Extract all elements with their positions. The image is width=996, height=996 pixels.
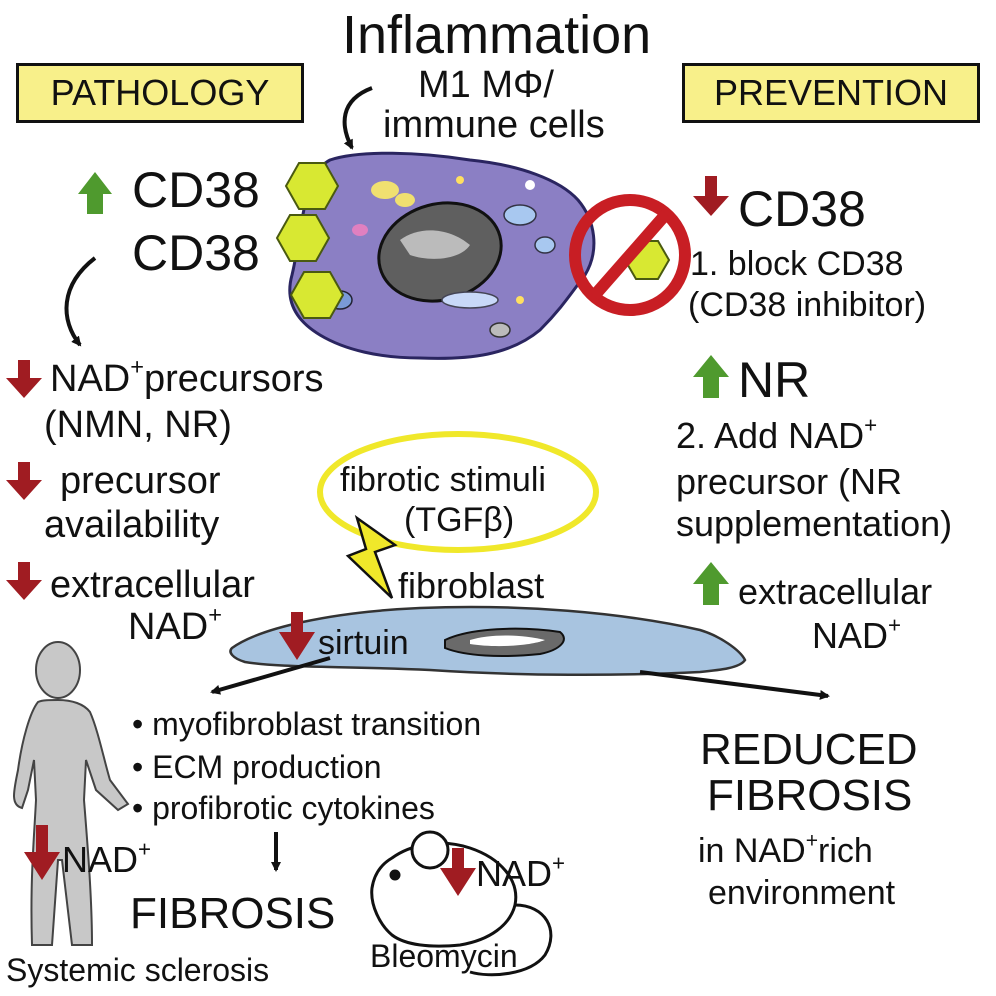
immune-label-line1: M1 MΦ/ bbox=[418, 64, 554, 106]
pathology-label: PATHOLOGY bbox=[16, 63, 304, 123]
nr-up-label: NR bbox=[738, 352, 811, 408]
down-arrow-icon bbox=[6, 462, 42, 500]
stimuli-ellipse bbox=[317, 431, 599, 553]
fibrosis-label: FIBROSIS bbox=[130, 889, 336, 938]
systemic-sclerosis-label: Systemic sclerosis bbox=[6, 952, 270, 988]
step2-line2: precursor (NR bbox=[676, 461, 903, 502]
human-nad-label: NAD+ bbox=[62, 836, 152, 880]
immune-label-line2: immune cells bbox=[383, 104, 605, 146]
cd38-hexagon bbox=[289, 271, 345, 319]
extracellular-line1: extracellular bbox=[50, 564, 255, 606]
up-arrow-icon bbox=[693, 355, 729, 398]
up-arrow-icon bbox=[78, 172, 112, 214]
bleomycin-label: Bleomycin bbox=[370, 938, 518, 974]
precursor-availability-line1: precursor bbox=[60, 460, 221, 502]
lightning-icon bbox=[345, 514, 398, 599]
nad-precursors-label: NAD+precursors bbox=[50, 353, 324, 400]
down-arrow-icon bbox=[6, 360, 42, 398]
cd38-hexagon bbox=[275, 214, 331, 262]
mouse-nad-label: NAD+ bbox=[476, 850, 566, 894]
prev-extracellular-line2: NAD+ bbox=[812, 612, 902, 656]
pathology-label-text: PATHOLOGY bbox=[50, 72, 270, 113]
prevention-label-text: PREVENTION bbox=[713, 72, 949, 113]
cd38-to-nad-arrow bbox=[64, 256, 97, 347]
human-figure-icon bbox=[13, 641, 130, 946]
stimuli-line2: (TGFβ) bbox=[404, 501, 515, 539]
mouse-icon bbox=[370, 830, 553, 977]
cd38-cell-label: CD38 bbox=[132, 225, 260, 281]
cd38-down-label: CD38 bbox=[738, 181, 866, 237]
prevention-label: PREVENTION bbox=[682, 63, 980, 123]
reduced-line1: REDUCED bbox=[700, 725, 918, 774]
bullet-ecm: • ECM production bbox=[132, 749, 382, 785]
down-arrow-icon bbox=[24, 825, 60, 880]
bullet-myofibroblast: • myofibroblast transition bbox=[132, 706, 482, 742]
stimuli-line1: fibrotic stimuli bbox=[340, 461, 546, 499]
up-arrow-icon bbox=[693, 562, 729, 605]
step1-line1: 1. block CD38 bbox=[690, 245, 904, 283]
to-fibrosis-arrow bbox=[210, 656, 331, 695]
prev-extracellular-line1: extracellular bbox=[738, 571, 933, 612]
nad-rich-line1: in NAD+rich bbox=[698, 829, 873, 870]
cd38-up-label: CD38 bbox=[132, 162, 260, 218]
extracellular-line2: NAD+ bbox=[128, 601, 222, 648]
inflammation-arrow bbox=[342, 86, 373, 150]
nad-precursors-examples: (NMN, NR) bbox=[44, 404, 232, 446]
prohibit-icon bbox=[569, 194, 691, 316]
down-arrow-icon bbox=[693, 176, 729, 216]
precursor-availability-line2: availability bbox=[44, 504, 220, 546]
cd38-hexagon bbox=[284, 162, 340, 210]
sirtuin-label: sirtuin bbox=[318, 624, 409, 662]
down-arrow-icon bbox=[279, 612, 315, 660]
down-arrow-icon bbox=[6, 562, 42, 600]
bullet-cytokines: • profibrotic cytokines bbox=[132, 790, 435, 826]
step2-line1: 2. Add NAD+ bbox=[676, 412, 878, 456]
nad-rich-line2: environment bbox=[708, 874, 896, 912]
reduced-line2: FIBROSIS bbox=[707, 771, 913, 820]
title: Inflammation bbox=[342, 5, 652, 65]
step1-line2: (CD38 inhibitor) bbox=[688, 286, 927, 324]
down-arrow-icon bbox=[440, 848, 476, 896]
fibroblast-label: fibroblast bbox=[398, 565, 545, 606]
to-reduced-fibrosis-arrow bbox=[639, 670, 830, 700]
step2-line3: supplementation) bbox=[676, 503, 953, 544]
